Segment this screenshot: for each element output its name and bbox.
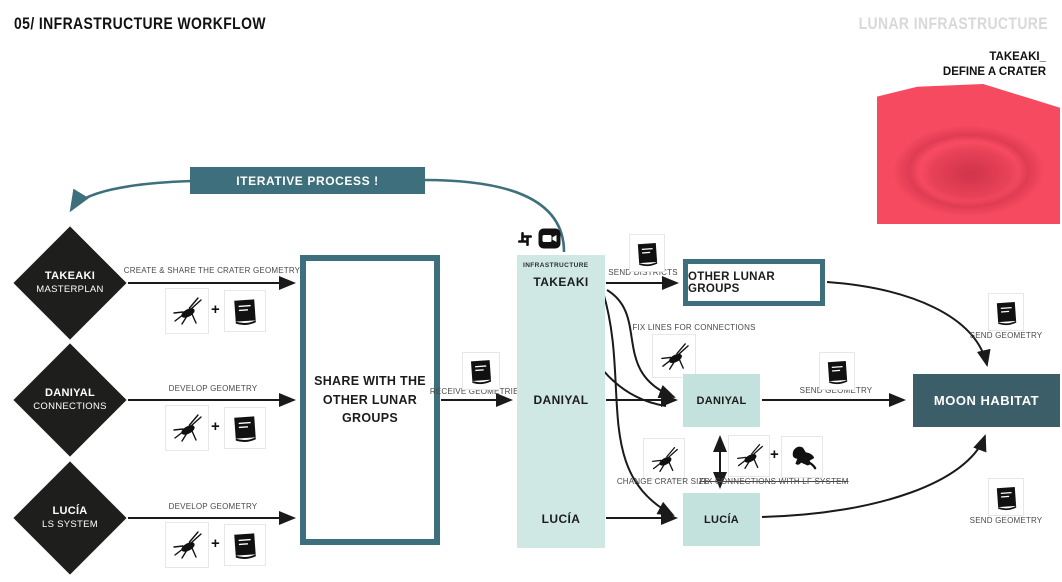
- diamond-daniyal-label: DANIYAL CONNECTIONS: [15, 380, 125, 420]
- diamond-lucia-label: LUCÍA LS SYSTEM: [15, 498, 125, 538]
- label-develop-geometry-1: DEVELOP GEOMETRY: [168, 384, 258, 393]
- crater-callout-line1: TAKEAKI_: [989, 51, 1046, 63]
- plus-sign: +: [770, 446, 779, 463]
- diamond-daniyal-name: DANIYAL: [45, 387, 95, 400]
- grasshopper-icon: [728, 435, 770, 477]
- zoom-video-icon: [538, 228, 561, 249]
- share-box-line1: SHARE WITH THE: [314, 373, 426, 388]
- iterative-process-label: ITERATIVE PROCESS !: [236, 173, 379, 188]
- diamond-takeaki-role: MASTERPLAN: [36, 283, 104, 295]
- rhino-book-icon: [224, 407, 266, 449]
- label-change-crater: CHANGE CRATER SIZE: [616, 477, 710, 486]
- grasshopper-icon: [652, 334, 696, 378]
- moon-habitat-label: MOON HABITAT: [933, 393, 1040, 408]
- rhino-book-icon: [224, 290, 266, 332]
- watermark-title: LUNAR INFRASTRUCTURE: [817, 14, 1048, 34]
- crater-image: [877, 84, 1060, 224]
- kangaroo-lf-icon: [781, 436, 823, 478]
- column-member-lucia: LUCÍA: [541, 512, 581, 526]
- share-box: SHARE WITH THE OTHER LUNAR GROUPS: [300, 255, 440, 545]
- diamond-lucia-name: LUCÍA: [52, 505, 88, 518]
- label-fix-connections: FIX CONNECTIONS WITH LF SYSTEM: [699, 477, 849, 486]
- daniyal-box-label: DANIYAL: [696, 394, 747, 407]
- grasshopper-icon: [165, 405, 209, 451]
- grasshopper-icon: [165, 288, 209, 334]
- diamond-takeaki-label: TAKEAKI MASTERPLAN: [15, 263, 125, 303]
- iterative-arrow-left: [69, 179, 193, 213]
- plus-sign: +: [211, 535, 220, 552]
- rhino-book-icon: [629, 234, 665, 272]
- column-member-takeaki: TAKEAKI: [533, 275, 589, 289]
- daniyal-box: DANIYAL: [683, 374, 760, 427]
- diamond-takeaki-name: TAKEAKI: [44, 270, 96, 283]
- label-create-share: CREATE & SHARE THE CRATER GEOMETRY: [123, 266, 301, 275]
- crater-callout: TAKEAKI_ DEFINE A CRATER: [943, 50, 1046, 80]
- lucia-box: LUCÍA: [683, 493, 760, 546]
- rhino-book-icon: [988, 478, 1024, 516]
- lucia-box-label: LUCÍA: [703, 513, 740, 526]
- column-member-daniyal: DANIYAL: [533, 393, 589, 407]
- page-title: 05/ INFRASTRUCTURE WORKFLOW: [14, 14, 321, 34]
- watermark-text: LUNAR INFRASTRUCTURE: [858, 14, 1048, 33]
- column-header: INFRASTRUCTURE: [523, 262, 589, 269]
- plus-sign: +: [211, 301, 220, 318]
- label-fix-lines: FIX LINES FOR CONNECTIONS: [632, 323, 756, 332]
- slack-icon: [517, 231, 533, 247]
- other-lunar-groups-label: OTHER LUNAR GROUPS: [688, 270, 775, 295]
- label-send-geometry-bottom: SEND GEOMETRY: [969, 516, 1043, 525]
- label-send-geometry-top: SEND GEOMETRY: [969, 331, 1043, 340]
- diamond-lucia-role: LS SYSTEM: [41, 518, 99, 530]
- page-title-text: 05/ INFRASTRUCTURE WORKFLOW: [14, 14, 266, 33]
- rhino-book-icon: [819, 352, 855, 390]
- diamond-daniyal-role: CONNECTIONS: [33, 400, 107, 412]
- label-send-geometry-daniyal: SEND GEOMETRY: [799, 386, 873, 395]
- grasshopper-icon: [165, 522, 209, 568]
- rhino-book-icon: [224, 524, 266, 566]
- crater-callout-line2: DEFINE A CRATER: [942, 65, 1046, 78]
- plus-sign: +: [211, 418, 220, 435]
- other-lunar-groups-box: OTHER LUNAR GROUPS: [683, 259, 825, 306]
- share-box-line2: OTHER LUNAR GROUPS: [322, 392, 418, 426]
- label-receive-geometries: RECEIVE GEOMETRIES: [429, 387, 525, 396]
- label-send-districts: SEND DISTRICTS: [608, 268, 678, 277]
- rhino-book-icon: [462, 352, 500, 390]
- label-develop-geometry-2: DEVELOP GEOMETRY: [168, 502, 258, 511]
- moon-habitat-box: MOON HABITAT: [913, 374, 1060, 427]
- grasshopper-icon: [643, 438, 685, 480]
- rhino-book-icon: [988, 293, 1024, 331]
- infrastructure-column: INFRASTRUCTURE TAKEAKI DANIYAL LUCÍA: [517, 255, 605, 548]
- iterative-process-box: ITERATIVE PROCESS !: [190, 167, 425, 194]
